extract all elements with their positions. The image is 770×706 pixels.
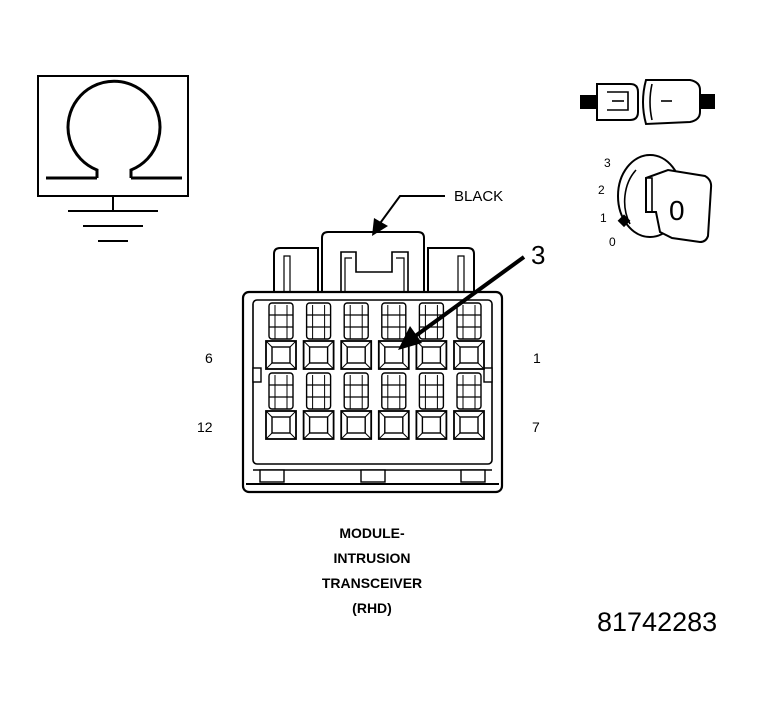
pin-label-7: 7 bbox=[532, 419, 540, 435]
connector-title: MODULE- INTRUSION TRANSCEIVER (RHD) bbox=[322, 525, 422, 616]
pin-cavity-8 bbox=[415, 372, 448, 440]
pin-cavity-9 bbox=[377, 372, 410, 440]
title-line-4: (RHD) bbox=[352, 600, 392, 616]
figure-number: 81742283 bbox=[597, 607, 717, 637]
pin-label-1: 1 bbox=[533, 350, 541, 366]
ignition-key-off-icon: 3 2 1 0 0 bbox=[598, 154, 713, 249]
pin-cavity-12 bbox=[265, 372, 297, 440]
pin-cavity-5 bbox=[302, 302, 335, 370]
pin-cavity-2 bbox=[415, 302, 448, 370]
ignition-position-0: 0 bbox=[609, 235, 616, 249]
title-line-3: TRANSCEIVER bbox=[322, 575, 422, 591]
connector-color-label: BLACK bbox=[454, 188, 503, 205]
pin-cavity-10 bbox=[340, 372, 373, 440]
pin-cavity-6 bbox=[265, 302, 297, 370]
ignition-position-1: 1 bbox=[600, 211, 607, 225]
ohmmeter-ground-icon bbox=[37, 75, 189, 242]
title-line-2: INTRUSION bbox=[334, 550, 411, 566]
title-line-1: MODULE- bbox=[339, 525, 405, 541]
connector-disconnect-icon bbox=[580, 79, 715, 126]
pin-cavity-7 bbox=[453, 372, 485, 440]
ignition-position-3: 3 bbox=[604, 156, 611, 170]
ignition-position-2: 2 bbox=[598, 183, 605, 197]
pin-cavity-1 bbox=[453, 302, 485, 370]
color-leader bbox=[372, 195, 445, 236]
ignition-key-label: 0 bbox=[669, 195, 685, 226]
pin-callout-number: 3 bbox=[531, 240, 545, 270]
pin-cavity-3 bbox=[377, 302, 410, 370]
pin-cavity-11 bbox=[302, 372, 335, 440]
pin-label-12: 12 bbox=[197, 419, 213, 435]
pin-callout-arrow bbox=[398, 255, 526, 350]
pin-label-6: 6 bbox=[205, 350, 213, 366]
pin-cavity-4 bbox=[340, 302, 373, 370]
